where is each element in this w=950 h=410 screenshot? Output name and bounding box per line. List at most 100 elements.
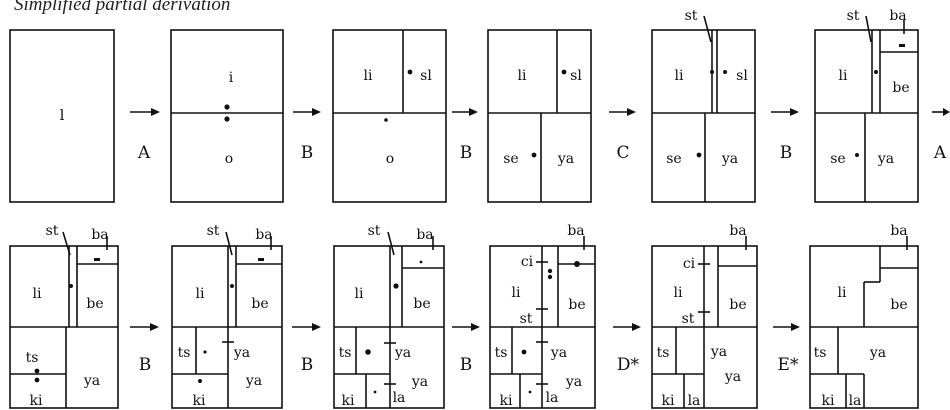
split-point [198,379,202,383]
split-point [94,258,100,261]
arrow-head-icon [790,108,799,116]
region-label: ki [662,393,675,409]
arrow-head-icon [312,108,321,116]
step-label: B [460,143,473,163]
split-point [874,70,878,74]
region-label: ki [822,393,835,409]
region-label: li [196,286,205,302]
step-r1-3: B [452,108,478,163]
step-r1-1: A [130,108,160,163]
region-label: be [892,80,909,96]
region-label: li [33,286,42,302]
panel-r2-6: ba li be ts ya ki la [809,223,919,409]
region-label: be [568,297,585,313]
panel-r2-5: ba ci li st be ts ya ki la ya [651,223,758,409]
split-point [419,260,423,264]
region-label: be [413,296,430,312]
split-point [384,118,388,122]
step-label: B [460,355,473,375]
arrow-head-icon [151,108,160,116]
region-label: ts [178,345,191,361]
region-label: ki [342,393,355,409]
split-point [224,104,230,110]
step-r2-5: E* [773,323,800,375]
split-point [34,368,40,374]
region-label: st [368,223,381,239]
label-leader [387,231,395,256]
region-label: li [518,68,527,84]
step-r1-4: C [609,108,636,163]
arrow-head-icon [632,323,641,331]
step-r1-5: B [771,108,799,163]
figure-caption: Simplified partial derivation [14,0,231,15]
step-label: B [139,355,152,375]
panel-frame [332,29,447,203]
region-label: ya [245,373,262,389]
region-label: ts [26,350,39,366]
label-leader [703,15,712,43]
region-label: sl [570,68,582,84]
region-label: ba [890,223,907,239]
arrow-head-icon [469,108,478,116]
region-label: ki [30,393,43,409]
split-point [855,153,859,157]
region-label: be [86,296,103,312]
label-leader [865,15,872,43]
region-label: ba [889,8,906,24]
split-point [393,283,399,289]
region-label: ci [683,256,696,272]
split-point [531,152,537,158]
region-label: ts [495,345,508,361]
region-label: li [839,68,848,84]
region-label: ya [710,344,727,360]
region-label: ya [411,374,428,390]
region-label: li [674,285,683,301]
split-point [561,69,567,75]
panel-frame [9,29,115,203]
region-label: st [682,311,695,327]
panel-frame [814,29,919,203]
panel-r2-4: ba ci li st be ts ya ki la ya [489,223,596,409]
region-label: ts [814,345,827,361]
region-label: ya [394,345,411,361]
region-label: ya [721,151,738,167]
region-label: ya [565,374,582,390]
split-point [710,70,714,74]
panel-r1-4: li sl se ya [487,29,592,203]
split-point [547,274,553,280]
region-label: se [503,151,518,167]
region-label: o [386,151,394,167]
region-label: ya [83,373,100,389]
panel-frame [651,29,756,203]
arrow-head-icon [150,323,159,331]
split-point [407,69,413,75]
step-r2-2: B [292,323,321,375]
region-label: ya [233,345,250,361]
region-label: li [364,68,373,84]
region-label: ci [521,254,534,270]
region-label: se [666,151,681,167]
step-label: C [616,143,629,163]
arrow-head-icon [791,323,800,331]
panel-frame [170,29,284,203]
region-label: ba [567,223,584,239]
region-label: sl [736,68,748,84]
region-label: ba [255,227,272,243]
region-label: be [890,297,907,313]
step-label: B [780,143,793,163]
region-label: la [688,393,701,409]
region-label: ts [657,345,670,361]
region-label: ba [729,223,746,239]
step-label: D* [617,355,640,375]
region-label: se [830,151,845,167]
region-label: li [838,285,847,301]
split-point [230,284,234,288]
region-label: sl [420,68,432,84]
region-label: li [675,68,684,84]
arrow-head-icon [627,108,636,116]
panel-r1-2: i o [170,29,284,203]
panel-r2-3: st ba li be ts ya ki la ya [333,223,445,409]
region-label: la [393,390,406,406]
step-label: B [301,355,314,375]
